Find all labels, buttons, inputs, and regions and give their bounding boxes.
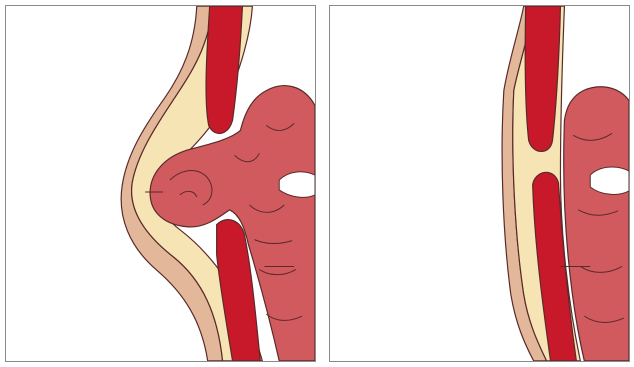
intestine-gap (279, 172, 315, 198)
panel-right-illustration (330, 6, 629, 361)
intestine-gap (590, 167, 629, 194)
panel-left-illustration (6, 6, 315, 361)
panel-left (5, 5, 316, 362)
panel-right (329, 5, 630, 362)
muscle-band-upper (206, 6, 242, 133)
